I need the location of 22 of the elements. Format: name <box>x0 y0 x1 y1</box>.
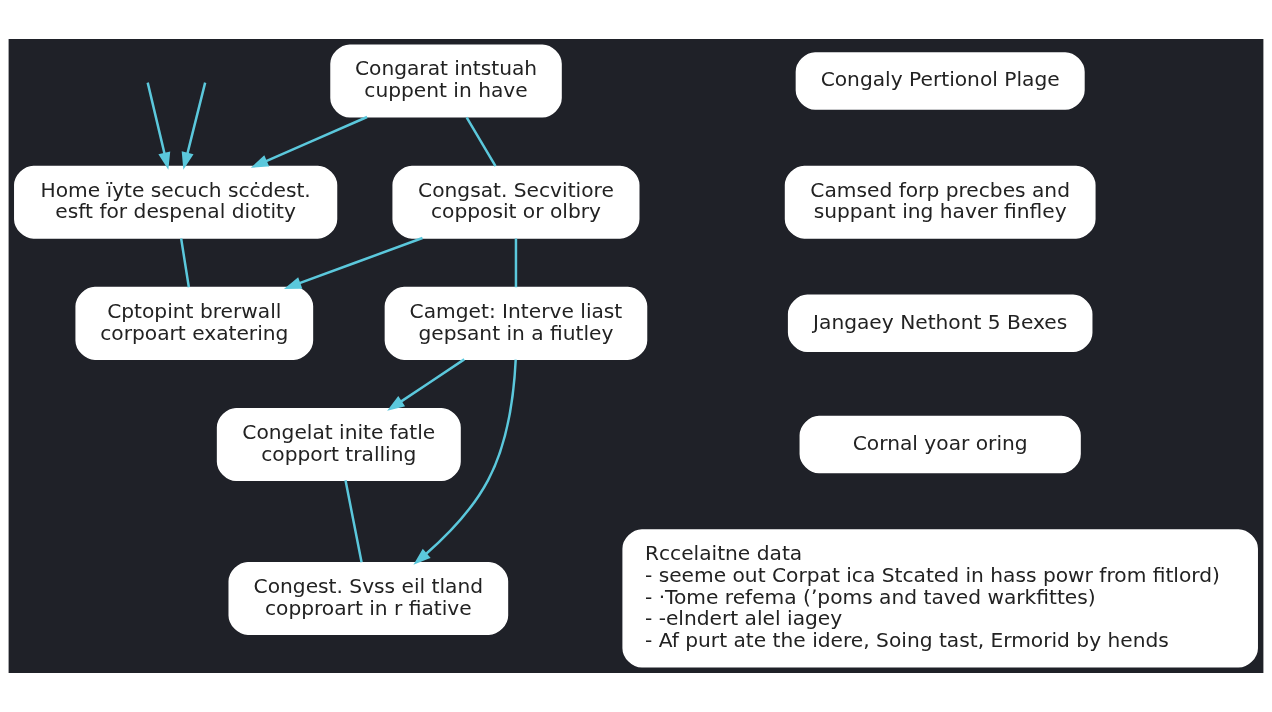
connector <box>514 238 518 288</box>
node-box: Jangaey Nethont 5 Bexes <box>787 294 1093 353</box>
connector <box>179 238 191 288</box>
node-box: Congaly Pertionol Plage <box>795 52 1085 110</box>
node-box: Camsed forp precbes and suppant ing haver finfley <box>784 165 1096 239</box>
arrow <box>387 358 465 411</box>
node-box: Congelat inite fatle copport tralling <box>216 408 461 482</box>
node-box: Home ïyte secuch scċdest. esft for despenal diotity <box>14 165 338 239</box>
node-box: Congarat intstuah cuppent in have <box>330 44 562 118</box>
node-box: Congsat. Secvitiore copposit or olbry <box>392 165 640 239</box>
arrow <box>250 115 368 168</box>
node-box: Camget: Interve liast gepsant in a fiutley <box>384 286 648 360</box>
arrow <box>413 359 517 565</box>
node-box: Rccelaitne data - seeme out Corpat ica Stcated in hass powr from fitlord) - ·Tome refema (ʼpoms and taved warkfittes) - -elndert alel iagey - Af purt ate the idere, Soing tast, Ermorid by hends <box>622 529 1258 668</box>
node-box: Congest. Svss eil tland copproart in r fiative <box>228 561 509 635</box>
arrow <box>146 82 171 170</box>
arrow <box>181 82 207 170</box>
connector <box>465 116 497 167</box>
node-box: Cptopint brerwall corpoart exatering <box>75 286 314 360</box>
arrow <box>283 236 423 289</box>
node-box: Cornal yoar oring <box>799 415 1081 474</box>
connector <box>344 480 363 563</box>
